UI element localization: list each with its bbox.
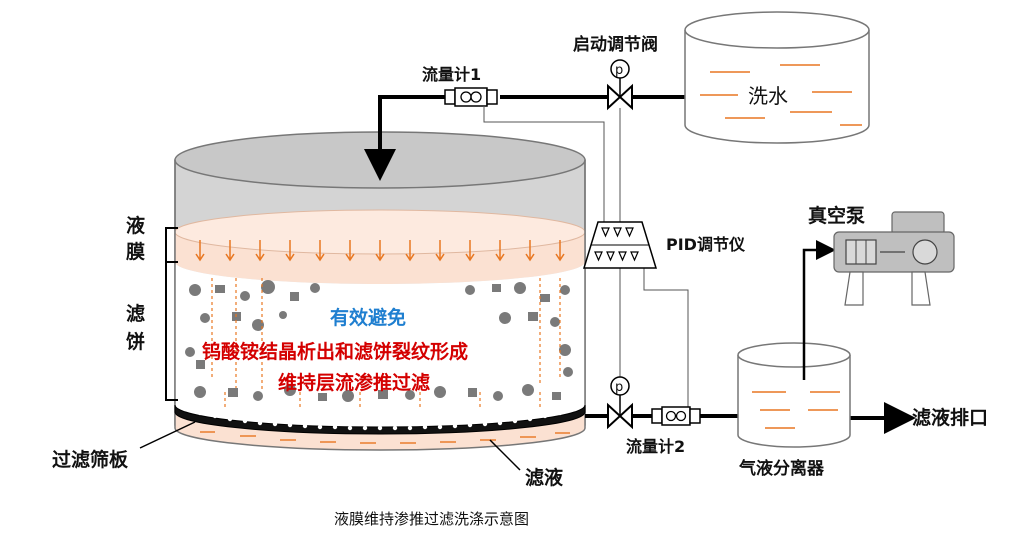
- outlet-pipe: [585, 402, 916, 434]
- label-valve-symbol-bottom: p: [615, 380, 623, 395]
- highlight-text-3: 维持层流渗推过滤: [278, 371, 430, 394]
- cake-flow-lines: [211, 278, 561, 410]
- signal-lines: [483, 106, 689, 408]
- highlight-text-2: 钨酸铵结晶析出和滤饼裂纹形成: [202, 340, 468, 363]
- gas-liquid-separator: [737, 342, 851, 448]
- label-filter-cake-2: 饼: [126, 330, 145, 353]
- inlet-pipe: [364, 95, 690, 181]
- label-filtrate: 滤液: [525, 466, 564, 489]
- label-wash-water: 洗水: [748, 84, 788, 108]
- label-vacuum-pump: 真空泵: [808, 204, 865, 227]
- label-pid: PID调节仪: [666, 235, 746, 254]
- caption: 液膜维持渗推过滤洗涤示意图: [334, 510, 529, 528]
- flowmeter-1[interactable]: [444, 87, 498, 107]
- control-valve-top[interactable]: [607, 59, 633, 111]
- label-flowmeter-1: 流量计1: [422, 65, 481, 84]
- vacuum-pump-unit[interactable]: [833, 211, 955, 306]
- label-outlet: 滤液排口: [912, 406, 988, 429]
- flowmeter-2[interactable]: [651, 406, 701, 426]
- label-filter-plate: 过滤筛板: [52, 448, 129, 471]
- label-liquid-film-1: 液: [126, 214, 146, 237]
- left-brackets: [165, 227, 178, 401]
- filter-cake-particles: [185, 280, 573, 402]
- highlight-text-1: 有效避免: [330, 306, 406, 329]
- vacuum-line: [802, 240, 836, 380]
- label-flowmeter-2: 流量计2: [626, 437, 685, 456]
- leader-lines: [139, 421, 521, 471]
- label-valve-symbol-top: p: [615, 63, 623, 78]
- filtrate-lines: [200, 431, 570, 444]
- label-separator: 气液分离器: [738, 458, 825, 479]
- pid-controller[interactable]: [582, 221, 658, 269]
- control-valve-bottom[interactable]: [607, 376, 633, 430]
- label-valve-top: 启动调节阀: [573, 34, 658, 55]
- filter-plate: [174, 404, 586, 435]
- wash-water-tank: [684, 11, 870, 144]
- label-filter-cake-1: 滤: [126, 303, 145, 325]
- label-liquid-film-2: 膜: [125, 240, 145, 263]
- liquid-film-arrows: [195, 240, 565, 262]
